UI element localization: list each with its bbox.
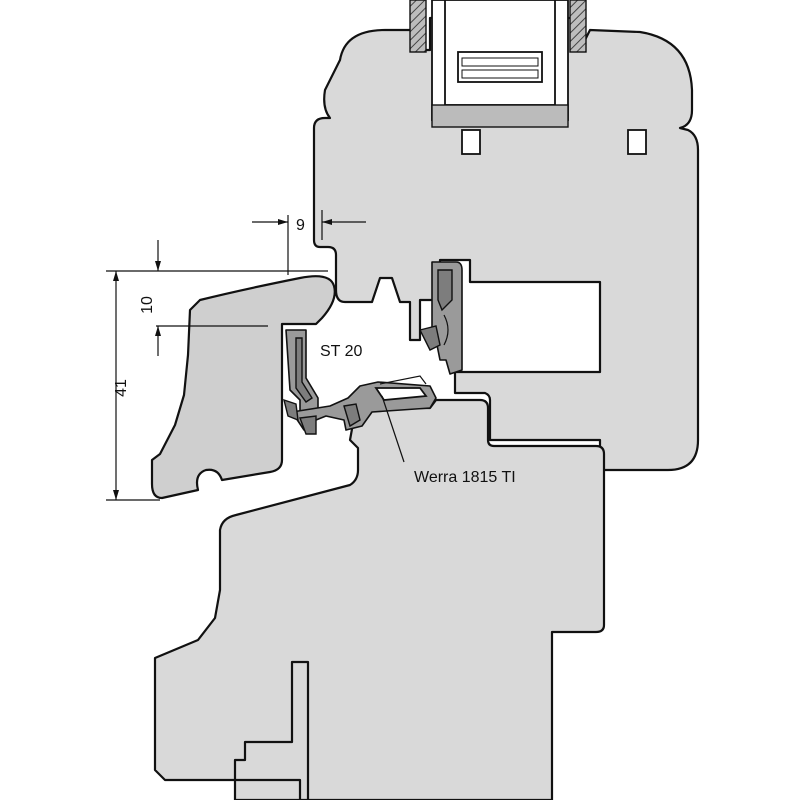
weather-bar-label: Werra 1815 TI xyxy=(414,469,516,486)
dimension-9-label: 9 xyxy=(296,217,305,234)
seal-profile-label: ST 20 xyxy=(320,343,363,360)
sash-profile xyxy=(312,0,700,472)
dimension-41-label: 41 xyxy=(113,379,130,397)
dimension-lines xyxy=(106,210,405,501)
glazing-unit xyxy=(409,0,647,155)
sash-seal xyxy=(418,261,463,375)
frame-profile xyxy=(153,398,606,800)
weather-bar xyxy=(150,275,437,500)
dimension-10-label: 10 xyxy=(139,296,156,314)
